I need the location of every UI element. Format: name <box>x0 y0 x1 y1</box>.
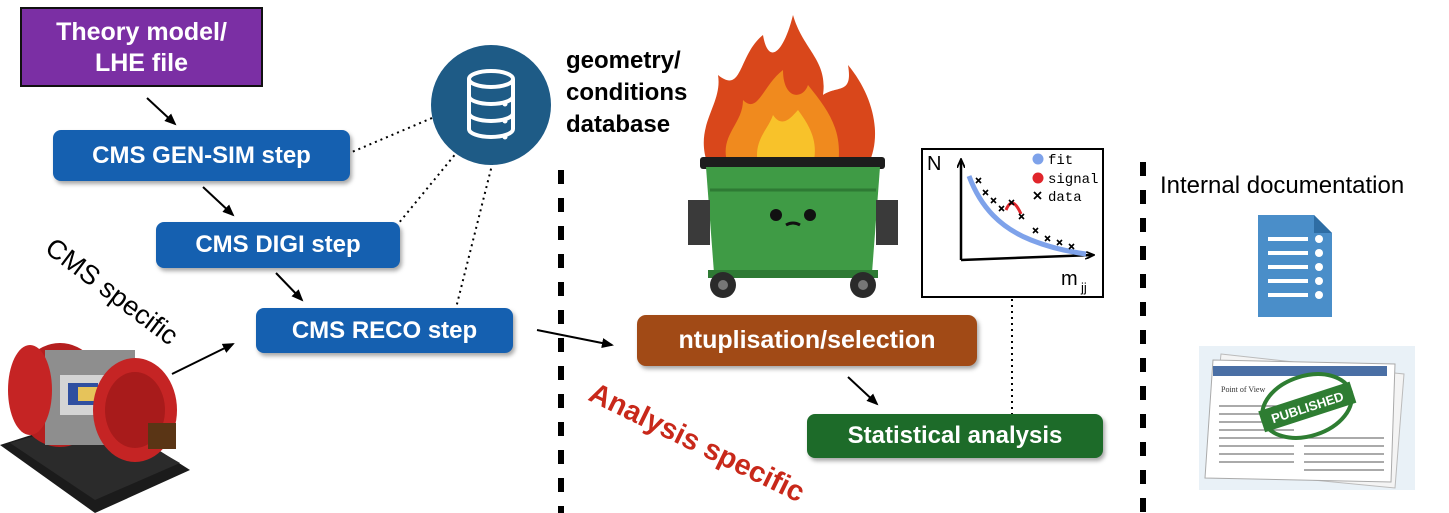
theory-line1: Theory model/ <box>56 18 227 46</box>
mjj-plot-sketch: N m jj fit signal data <box>921 148 1104 298</box>
arrow-digi-to-reco <box>275 272 304 302</box>
database-label: geometry/ conditions database <box>566 45 687 141</box>
legend-data: data <box>1048 190 1082 206</box>
arrow-detector-to-reco <box>171 343 235 375</box>
legend-signal-marker <box>1032 172 1044 184</box>
cms-detector-illustration <box>0 343 190 513</box>
arrow-theory-to-gensim <box>146 97 177 126</box>
arrow-reco-to-ntuple <box>536 329 614 348</box>
internal-documentation-label: Internal documentation <box>1160 172 1405 199</box>
ntuplisation-box: ntuplisation/selection <box>637 315 977 366</box>
plot-x-sub: jj <box>1080 280 1087 295</box>
digi-step-box: CMS DIGI step <box>156 222 400 268</box>
statistical-analysis-box: Statistical analysis <box>807 414 1103 458</box>
database-icon <box>431 45 551 165</box>
theory-model-box: Theory model/ LHE file <box>20 7 263 87</box>
statistical-label: Statistical analysis <box>847 422 1063 449</box>
ntuplisation-label: ntuplisation/selection <box>678 326 936 354</box>
reco-step-label: CMS RECO step <box>291 316 478 344</box>
legend-fit: fit <box>1048 153 1073 169</box>
db-link-reco <box>455 156 495 309</box>
digi-step-label: CMS DIGI step <box>195 231 361 258</box>
legend-data-marker <box>1033 191 1042 200</box>
arrow-gensim-to-digi <box>202 186 235 217</box>
db-link-digi <box>397 145 463 225</box>
legend-signal: signal <box>1048 172 1098 188</box>
paper-heading: Point of View <box>1221 385 1265 394</box>
database-line1: geometry/ <box>566 47 681 74</box>
db-link-gensim <box>351 117 433 153</box>
gensim-step-label: CMS GEN-SIM step <box>92 141 311 169</box>
dumpster-fire-icon <box>688 15 898 298</box>
gensim-step-box: CMS GEN-SIM step <box>53 130 350 181</box>
plot-y-label: N <box>927 153 941 175</box>
plot-x-label: m <box>1061 268 1078 290</box>
reco-step-box: CMS RECO step <box>256 308 513 353</box>
legend-fit-marker <box>1032 153 1044 165</box>
database-line3: database <box>566 111 671 138</box>
theory-line2: LHE file <box>94 49 189 77</box>
arrow-ntuple-to-stat <box>847 376 879 406</box>
published-paper-image: Point of View PUBLISHED <box>1199 346 1415 490</box>
database-line2: conditions <box>566 79 688 106</box>
document-list-icon <box>1258 215 1332 317</box>
